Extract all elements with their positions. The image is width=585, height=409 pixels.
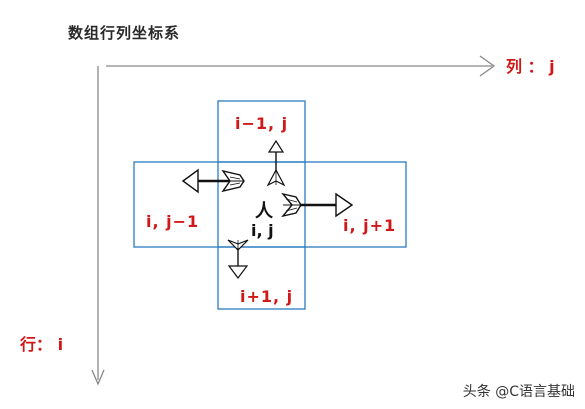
row-axis-label: 行： i xyxy=(20,335,64,354)
column-axis-arrowhead xyxy=(479,55,496,77)
cell-grid xyxy=(133,100,407,310)
cell-right-label: i, j+1 xyxy=(343,216,397,235)
watermark: 头条 @C语言基础 xyxy=(462,384,575,400)
diagram-title: 数组行列坐标系 xyxy=(68,24,181,42)
cell-down xyxy=(217,246,306,310)
cell-up-label: i−1, j xyxy=(235,114,289,133)
cell-left-label: i, j−1 xyxy=(146,212,200,231)
arrow-up xyxy=(266,139,286,187)
arrow-right xyxy=(281,192,354,218)
cell-down-label: i+1, j xyxy=(240,287,294,306)
person-glyph: 人 xyxy=(255,201,273,222)
arrow-down xyxy=(227,239,249,279)
column-axis-label: 列 ： j xyxy=(506,57,555,76)
arrow-left xyxy=(181,168,245,194)
row-axis-arrowhead xyxy=(91,369,105,386)
center-cell-label: i, j xyxy=(251,221,274,240)
